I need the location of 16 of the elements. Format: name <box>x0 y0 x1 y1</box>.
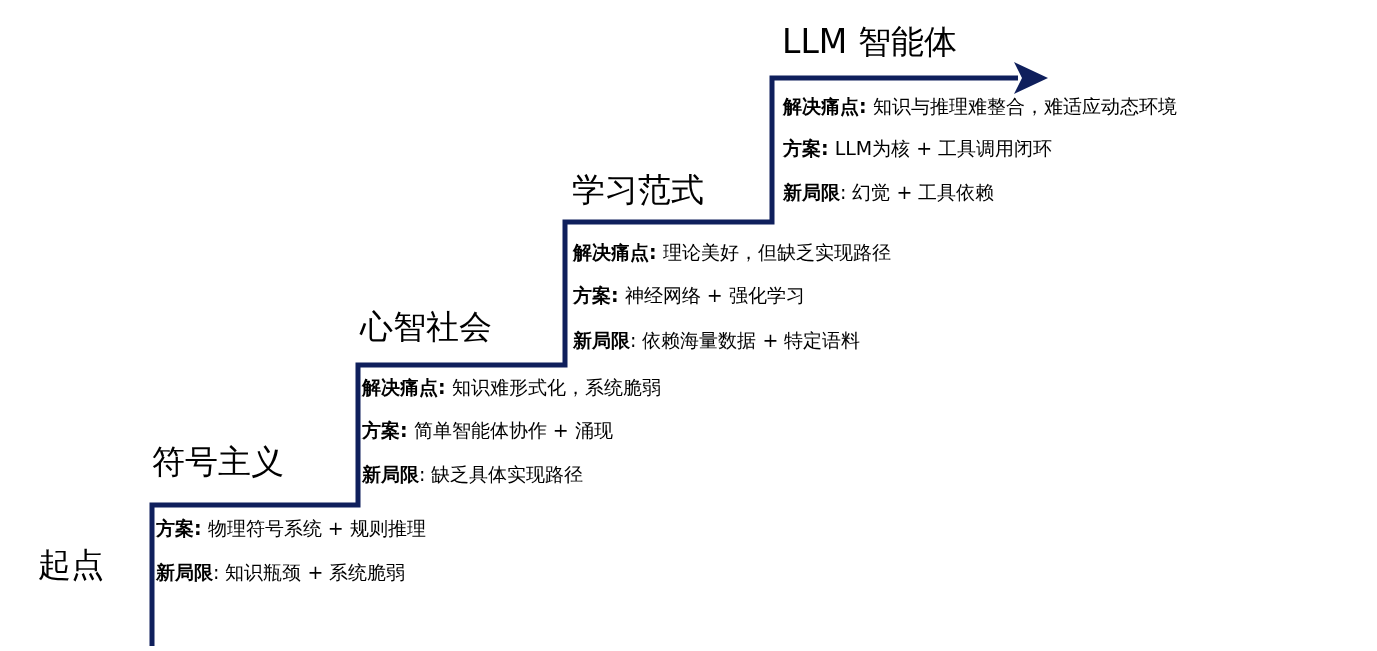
stage-note: 新局限: 幻觉 + 工具依赖 <box>783 180 995 205</box>
stage-note: 解决痛点: 知识难形式化，系统脆弱 <box>362 375 661 400</box>
stage-note: 方案: LLM为核 + 工具调用闭环 <box>783 136 1053 161</box>
stage-heading: 起点 <box>38 545 104 585</box>
stage-note: 方案: 神经网络 + 强化学习 <box>573 283 805 308</box>
stage-note: 解决痛点: 知识与推理难整合，难适应动态环境 <box>783 94 1177 119</box>
stage-note: 方案: 物理符号系统 + 规则推理 <box>156 516 426 541</box>
stage-heading: 心智社会 <box>360 307 492 347</box>
stage-note: 方案: 简单智能体协作 + 涌现 <box>362 418 613 443</box>
stage-heading: 学习范式 <box>572 170 704 210</box>
stage-heading: 符号主义 <box>152 442 284 482</box>
stage-note: 新局限: 缺乏具体实现路径 <box>362 462 584 487</box>
stage-note: 新局限: 知识瓶颈 + 系统脆弱 <box>156 560 406 585</box>
stage-note: 解决痛点: 理论美好，但缺乏实现路径 <box>573 240 891 265</box>
stage-heading: LLM 智能体 <box>782 22 957 62</box>
stage-note: 新局限: 依赖海量数据 + 特定语料 <box>573 328 861 353</box>
